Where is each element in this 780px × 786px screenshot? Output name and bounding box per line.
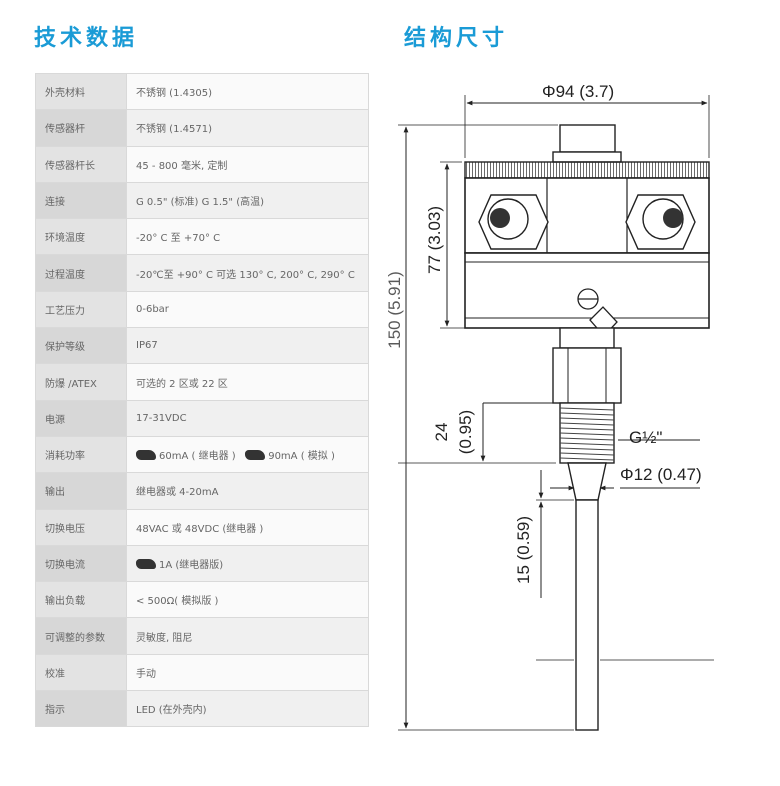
table-row: 切换电流 1A (继电器版) (35, 544, 369, 583)
table-row: 过程温度-20℃至 +90° C 可选 130° C, 200° C, 290°… (35, 254, 369, 292)
table-row: 输出继电器或 4-20mA (35, 472, 369, 510)
spec-value: 45 - 800 毫米, 定制 (126, 145, 369, 183)
diameter-top-label: Φ94 (3.7) (542, 82, 614, 101)
thread (559, 402, 615, 464)
rod-diameter-label: Φ12 (0.47) (620, 465, 702, 484)
technical-data-heading: 技术数据 (34, 26, 139, 51)
housing-height-label: 77 (3.03) (425, 206, 444, 274)
spec-label: 防爆 /ATEX (35, 363, 127, 401)
spec-label: 保护等级 (35, 327, 127, 365)
table-row: 外壳材料不锈钢 (1.4305) (35, 72, 369, 111)
cable-gland-left (478, 194, 549, 250)
spec-label: 切换电流 (35, 544, 127, 583)
spec-value: 手动 (126, 653, 369, 692)
redaction-mark (245, 450, 266, 461)
spec-value: 继电器或 4-20mA (126, 472, 369, 510)
table-row: 校准手动 (35, 653, 369, 692)
total-height-label: 150 (5.91) (385, 271, 404, 349)
table-row: 输出负载< 500Ω( 模拟版 ) (35, 581, 369, 619)
table-row: 环境温度-20° C 至 +70° C (35, 218, 369, 256)
redaction-mark (136, 559, 156, 569)
spec-value: 60mA ( 继电器 ) 90mA ( 模拟 ) (126, 435, 369, 474)
spec-label: 切换电压 (35, 508, 127, 546)
thread-length-label: 24 (432, 423, 451, 442)
spec-value: < 500Ω( 模拟版 ) (126, 581, 369, 619)
spec-value: 灵敏度, 阻尼 (126, 617, 369, 655)
spec-value: 1A (继电器版) (126, 544, 369, 583)
spec-label: 传感器杆 (35, 109, 127, 147)
redaction-mark (136, 450, 156, 461)
hex-neck (552, 327, 622, 404)
spec-value: 不锈钢 (1.4571) (126, 109, 369, 147)
spec-label: 连接 (35, 181, 127, 220)
dimension-drawing: Φ94 (3.7) 77 (3.03) 150 (5.91) 24 (0.95)… (385, 82, 714, 731)
spec-value-relay: 60mA ( 继电器 ) (159, 451, 236, 463)
knurled-cap (464, 161, 710, 179)
spec-value: -20° C 至 +70° C (126, 218, 369, 256)
spec-label: 电源 (35, 399, 127, 437)
spec-label: 可调整的参数 (35, 617, 127, 655)
top-fitting (552, 124, 622, 163)
thread-length-inch-label: (0.95) (456, 410, 475, 454)
spec-value: LED (在外壳内) (126, 690, 369, 728)
spec-label: 传感器杆长 (35, 145, 127, 183)
cable-gland-right (625, 194, 696, 250)
thread-label: G½" (629, 428, 662, 447)
spec-value: 48VAC 或 48VDC (继电器 ) (126, 508, 369, 546)
spec-label: 消耗功率 (35, 435, 127, 474)
spec-value: 可选的 2 区或 22 区 (126, 363, 369, 401)
spec-label: 工艺压力 (35, 290, 127, 329)
spec-label: 过程温度 (35, 254, 127, 292)
spec-value: G 0.5" (标准) G 1.5" (高温) (126, 181, 369, 220)
spec-value: IP67 (126, 327, 369, 365)
spec-label: 输出负载 (35, 581, 127, 619)
spec-label: 校准 (35, 653, 127, 692)
spec-label: 环境温度 (35, 218, 127, 256)
spec-value: 不锈钢 (1.4305) (126, 72, 369, 111)
extension-lines (398, 95, 714, 731)
lower-housing (464, 252, 710, 337)
spec-value: 0-6bar (126, 290, 369, 329)
sensor-rod (567, 462, 607, 731)
spec-label: 指示 (35, 690, 127, 728)
spec-value-text: 1A (继电器版) (159, 560, 224, 571)
spec-value: -20℃至 +90° C 可选 130° C, 200° C, 290° C (126, 254, 369, 292)
dimensions-heading: 结构尺寸 (404, 26, 509, 51)
spec-label: 外壳材料 (35, 72, 127, 111)
spec-value-analog: 90mA ( 模拟 ) (268, 451, 335, 463)
dimension-lines (403, 100, 708, 729)
table-row: 传感器杆不锈钢 (1.4571) (35, 109, 369, 147)
rod-length-label: 15 (0.59) (514, 516, 533, 584)
spec-label: 输出 (35, 472, 127, 510)
table-row: 可调整的参数灵敏度, 阻尼 (35, 617, 369, 655)
spec-value: 17-31VDC (126, 399, 369, 437)
